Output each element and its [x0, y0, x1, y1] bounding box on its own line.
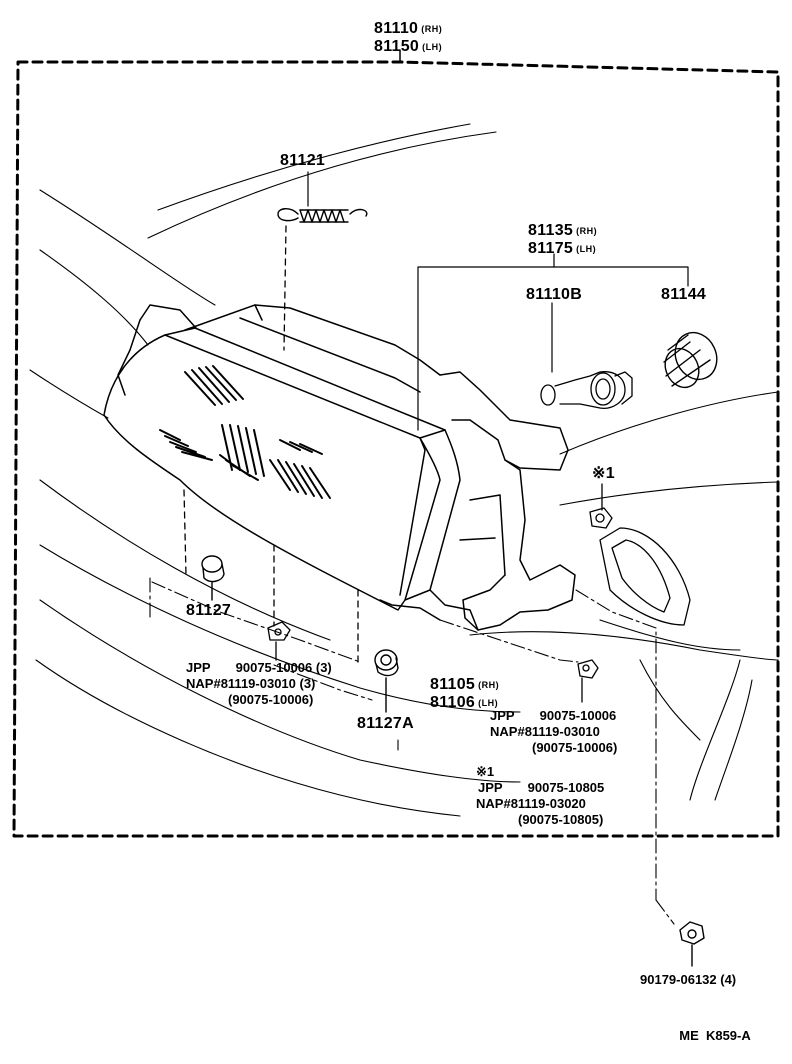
- side-marker: (RH): [478, 680, 500, 690]
- screw-right: [577, 659, 599, 703]
- screw-set-row: NAP#81119-03010 (3): [186, 676, 332, 692]
- part-number: 81110B: [526, 286, 583, 303]
- note-marker-callout: ※1: [592, 465, 615, 482]
- part-number: 81105: [430, 676, 476, 693]
- part-number: 81119-03010 (3): [220, 676, 316, 691]
- spring-dash-leader: [283, 225, 287, 351]
- part-number: 81144: [661, 286, 707, 303]
- clip-note: [589, 483, 613, 529]
- screw-set-row: JPP 90075-10006 (3): [186, 660, 332, 676]
- part-number: 81135: [528, 222, 574, 239]
- hex-nut: [679, 921, 705, 967]
- market-code: JPP: [186, 660, 211, 675]
- socket-cap: [663, 331, 718, 389]
- part-number: 81127A: [357, 715, 414, 732]
- side-marker: (LH): [422, 42, 443, 52]
- bracket-rh-row: 81105(RH): [430, 676, 499, 694]
- part-number: 90075-10805: [527, 780, 605, 795]
- part-number: (90075-10006): [228, 692, 314, 707]
- screw-set-right-callout: JPP 90075-10006 NAP#81119-03010 (90075-1…: [490, 708, 617, 756]
- lower-clip: [201, 555, 225, 601]
- part-number: 90179-06132 (4): [640, 972, 737, 987]
- nut-callout: 90179-06132 (4): [640, 972, 736, 988]
- headlamp-bulb: [540, 371, 633, 409]
- screw-set-row: (90075-10006): [490, 740, 617, 756]
- bulb-group-rh-row: 81135(RH): [528, 222, 597, 240]
- side-marker: (LH): [576, 244, 597, 254]
- market-code: NAP#: [476, 796, 511, 811]
- side-marker: (LH): [478, 698, 499, 708]
- headlamp-housing: [103, 304, 576, 631]
- bulb-group-callout: 81135(RH) 81175(LH): [528, 222, 597, 258]
- side-marker: (RH): [421, 24, 443, 34]
- socket-cap-callout: 81144: [661, 286, 706, 303]
- part-number: 81119-03010: [524, 724, 600, 739]
- lower-clip-callout: 81127: [186, 602, 231, 619]
- screw-set-left-callout: JPP 90075-10006 (3) NAP#81119-03010 (3) …: [186, 660, 332, 708]
- part-number: (90075-10006): [532, 740, 618, 755]
- market-code: NAP#: [186, 676, 221, 691]
- assembly-callout: 81110(RH) 81150(LH): [374, 20, 442, 56]
- screw-set-row: NAP#81119-03010: [490, 724, 617, 740]
- part-number: 81175: [528, 240, 574, 257]
- part-number: (90075-10805): [518, 812, 604, 827]
- side-reflector: [599, 527, 691, 626]
- part-number: 81106: [430, 694, 476, 711]
- assembly-dashdot-lines: [149, 577, 675, 925]
- assembly-part-lh-row: 81150(LH): [374, 38, 442, 56]
- grommet: [374, 649, 399, 713]
- screw-set-row: JPP 90075-10006: [490, 708, 617, 724]
- part-number: 81110: [374, 20, 419, 37]
- note-marker: ※1: [476, 764, 495, 779]
- part-number: 90075-10006 (3): [235, 660, 332, 675]
- grommet-callout: 81127A: [357, 715, 414, 732]
- diagram-reference: ME K859-A: [672, 1012, 751, 1044]
- assembly-part-rh-row: 81110(RH): [374, 20, 442, 38]
- reference-code: ME K859-A: [679, 1028, 751, 1043]
- bulb-group-lh-row: 81175(LH): [528, 240, 597, 258]
- lower-clip-dash: [183, 489, 187, 576]
- bracket-callout: 81105(RH) 81106(LH): [430, 676, 499, 712]
- part-number: 81150: [374, 38, 420, 55]
- side-marker: (RH): [576, 226, 598, 236]
- adjusting-spring: [277, 208, 368, 223]
- part-number: 81119-03020: [510, 796, 586, 811]
- screw-set-row: (90075-10805): [476, 812, 604, 828]
- market-code: NAP#: [490, 724, 525, 739]
- bracket-lh-row: 81106(LH): [430, 694, 499, 712]
- screw-set-row: JPP 90075-10805: [476, 780, 604, 796]
- part-number: 81121: [280, 152, 326, 169]
- market-code: JPP: [478, 780, 503, 795]
- spring-callout: 81121: [280, 152, 325, 169]
- market-code: JPP: [490, 708, 515, 723]
- part-number: 81127: [186, 602, 232, 619]
- lens-pattern: [159, 365, 331, 499]
- vehicle-body-lines: [29, 123, 779, 817]
- assembly-boundary: [12, 60, 780, 838]
- bulb-callout: 81110B: [526, 286, 582, 303]
- screw-left: [267, 621, 291, 661]
- note-marker: ※1: [592, 465, 615, 482]
- bulb-group-leaders: [417, 253, 689, 431]
- screw-set-row: NAP#81119-03020: [476, 796, 604, 812]
- screw-set-row: (90075-10006): [186, 692, 332, 708]
- part-number: 90075-10006: [539, 708, 617, 723]
- screw-set-note-callout: ※1 JPP 90075-10805 NAP#81119-03020 (9007…: [476, 764, 604, 828]
- note-marker-row: ※1: [476, 764, 604, 780]
